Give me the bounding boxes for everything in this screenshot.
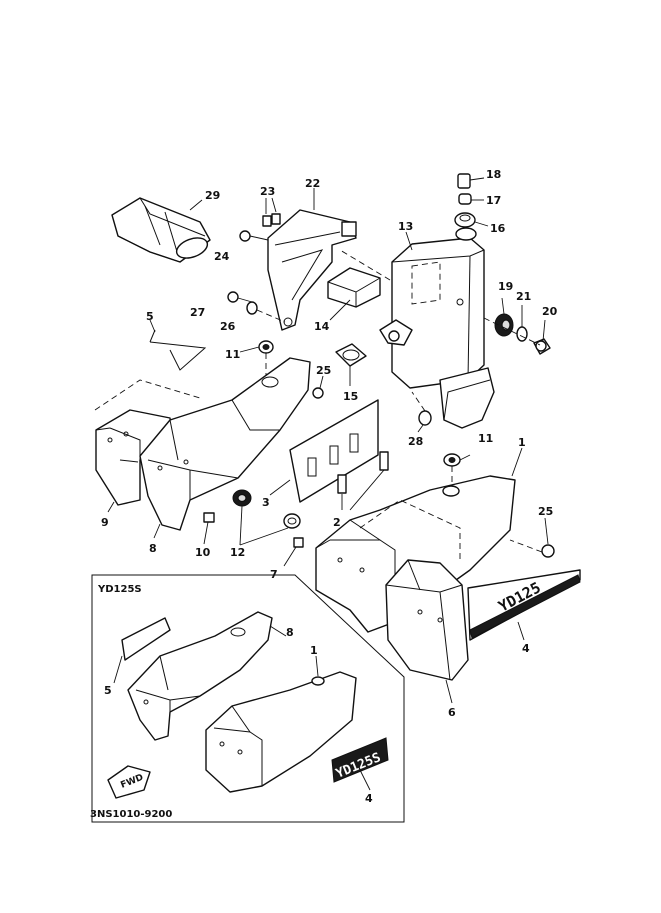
callout-16: 16: [490, 222, 506, 235]
leader-lines: [107, 188, 549, 791]
inset-part-4-emblem: YD125S: [331, 737, 389, 783]
callout-2: 2: [333, 516, 341, 529]
callout-22: 22: [305, 177, 320, 190]
callout-11b: 11: [478, 432, 493, 445]
part-18-bolt: [457, 173, 485, 189]
callouts: 29 22 23 24 27 26 14 13 18 17 16 19 21 2…: [101, 168, 558, 805]
part-28-washer: [411, 391, 432, 426]
part-2-pad: [337, 451, 389, 511]
callout-12: 12: [230, 546, 245, 559]
part-13-oil-tank: [339, 227, 495, 429]
callout-17: 17: [486, 194, 501, 207]
callout-1b: 1: [310, 644, 318, 657]
callout-7: 7: [270, 568, 278, 581]
part-24-bolt: [239, 230, 269, 242]
callout-21: 21: [516, 290, 531, 303]
callout-8a: 8: [149, 542, 157, 555]
variant-label: YD125S: [97, 584, 142, 595]
callout-6: 6: [448, 706, 456, 719]
part-25-screw: [509, 539, 555, 558]
callout-13: 13: [398, 220, 413, 233]
catalog-code: 3NS1010-9200: [90, 809, 172, 820]
part-4-emblem: YD125: [467, 569, 581, 641]
variant-inset: [91, 574, 405, 823]
part-9-side-cover: [95, 409, 173, 506]
fwd-arrow-icon: FWD: [107, 765, 151, 799]
part-8-side-cover: [139, 357, 311, 531]
callout-26: 26: [220, 320, 236, 333]
callout-5a: 5: [146, 310, 154, 323]
part-20-bolt: [533, 338, 551, 355]
callout-27: 27: [190, 306, 205, 319]
callout-24: 24: [214, 250, 230, 263]
part-27-bolt: [227, 291, 253, 303]
callout-28: 28: [408, 435, 423, 448]
callout-29: 29: [205, 189, 220, 202]
callout-25a: 25: [316, 364, 331, 377]
part-22-bracket: [267, 209, 357, 331]
part-17-collar: [458, 193, 484, 205]
callout-4a: 4: [522, 642, 530, 655]
part-12-grommet-b: [283, 513, 301, 529]
callout-5b: 5: [104, 684, 112, 697]
callout-14: 14: [314, 320, 330, 333]
part-14-pad: [327, 267, 381, 308]
part-3-plate: [289, 399, 379, 503]
callout-18: 18: [486, 168, 501, 181]
inset-part-5-emblem: [121, 617, 171, 661]
inset-part-8-side-cover: [127, 611, 273, 741]
part-21-collar: [516, 326, 528, 342]
callout-10: 10: [195, 546, 211, 559]
callout-23: 23: [260, 185, 275, 198]
part-16-grommet: [454, 212, 489, 228]
part-12-grommet: [232, 489, 289, 546]
part-26-washer: [246, 301, 286, 323]
callout-1a: 1: [518, 436, 526, 449]
callout-15: 15: [343, 390, 358, 403]
part-1-side-cover: [315, 475, 516, 633]
part-6-side-cover: [385, 559, 469, 681]
callout-8b: 8: [286, 626, 294, 639]
part-10-clip: [203, 512, 215, 545]
inset-part-1-side-cover: [205, 671, 357, 793]
callout-4b: 4: [365, 792, 373, 805]
part-5-emblem: [94, 329, 207, 411]
callout-25b: 25: [538, 505, 553, 518]
callout-20: 20: [542, 305, 558, 318]
callout-19: 19: [498, 280, 513, 293]
callout-3: 3: [262, 496, 270, 509]
part-25-screw: [312, 387, 324, 399]
part-7-clip: [283, 537, 304, 567]
part-29-tool-bag: [111, 197, 211, 263]
callout-11a: 11: [225, 348, 240, 361]
part-23-damper: [262, 213, 281, 227]
callout-9: 9: [101, 516, 109, 529]
part-15-damper: [335, 343, 367, 367]
